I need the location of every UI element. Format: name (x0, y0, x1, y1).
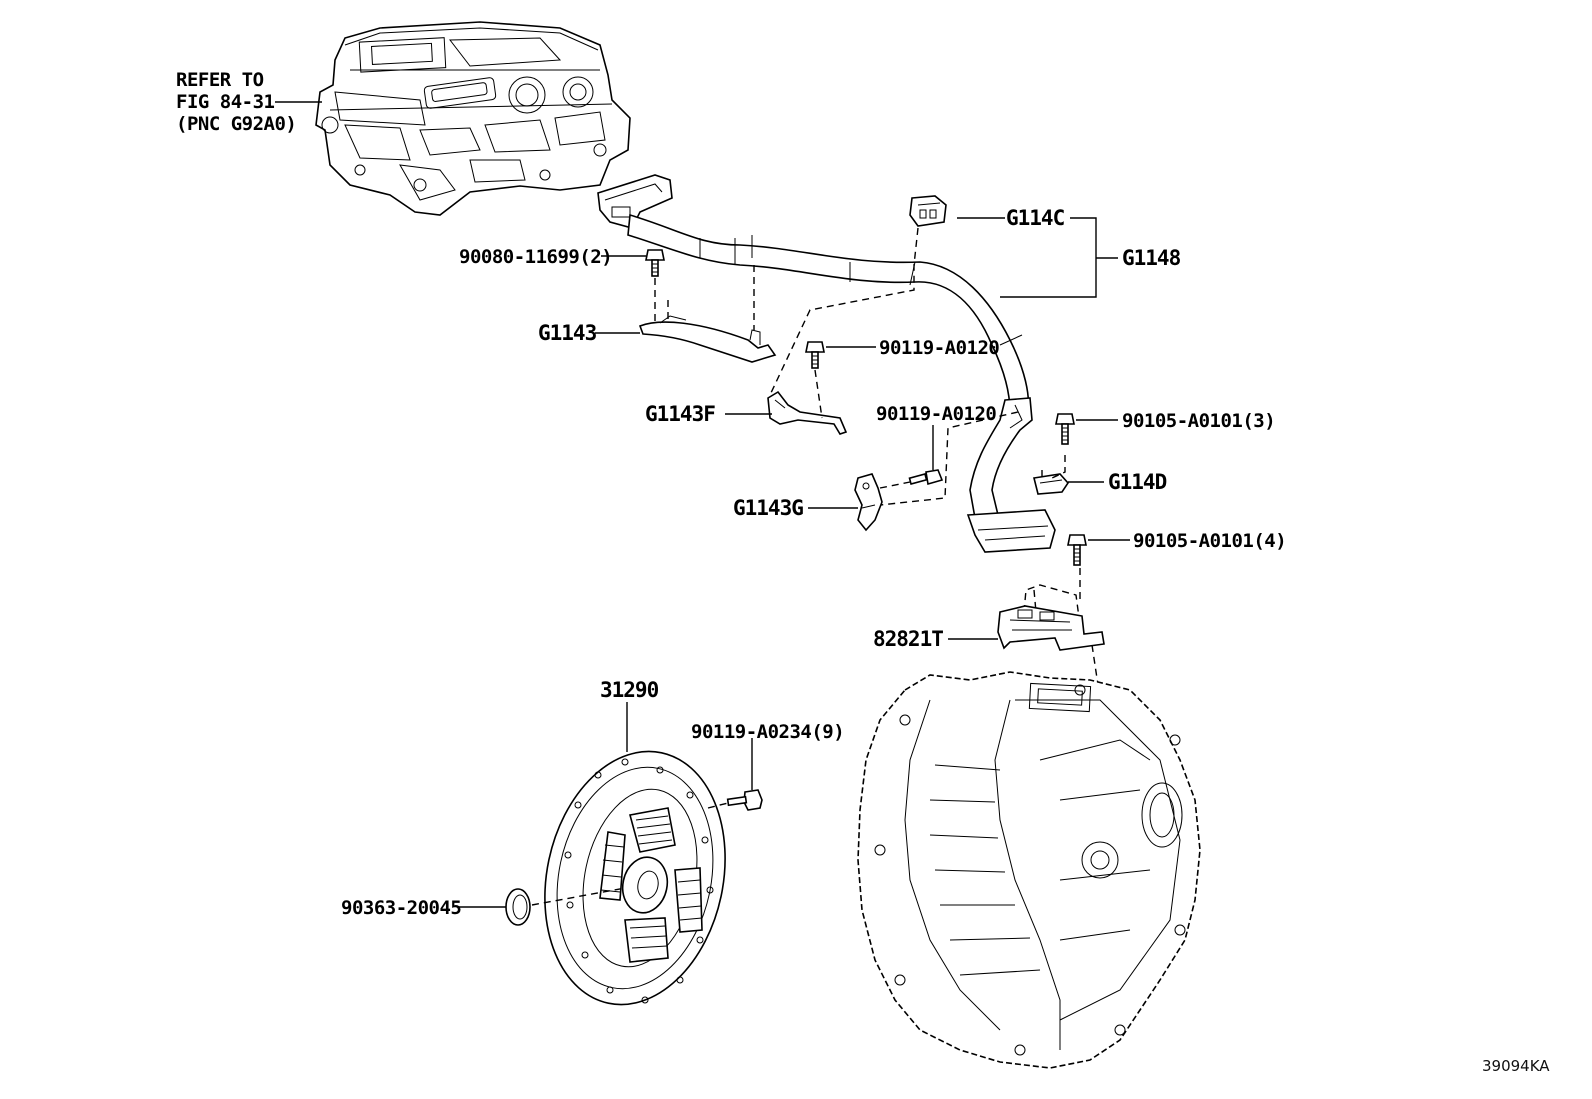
reference-line-3: (PNC G92A0) (176, 113, 296, 135)
transaxle-housing-illustration (857, 671, 1201, 1069)
label-bolt-90119-a: 90119-A0120 (879, 337, 999, 359)
label-g114d: G114D (1108, 470, 1167, 494)
label-bolt-90105-4: 90105-A0101(4) (1133, 530, 1286, 552)
label-bolt-90080: 90080-11699(2) (459, 246, 612, 268)
bracket-82821t (997, 605, 1105, 651)
wire-harness-g1148 (597, 174, 1056, 553)
label-bolt-90119-b: 90119-A0120 (876, 403, 996, 425)
diagram-code: 39094KA (1482, 1057, 1550, 1075)
label-g1143: G1143 (538, 321, 597, 345)
label-g114c: G114C (1006, 206, 1065, 230)
bolt-90105-3 (1055, 413, 1075, 445)
inverter-assembly-illustration (315, 21, 631, 216)
reference-note: REFER TO FIG 84-31 (PNC G92A0) (176, 69, 322, 135)
reference-line-1: REFER TO (176, 69, 264, 91)
bracket-g1143 (638, 315, 777, 363)
label-31290: 31290 (600, 678, 659, 702)
label-bolt-90105-3: 90105-A0101(3) (1122, 410, 1275, 432)
bolt-90119-a0234 (726, 789, 763, 811)
bracket-g1143g (854, 473, 883, 532)
bolt-90080 (645, 249, 665, 277)
label-bolt-90119-a0234: 90119-A0234(9) (691, 721, 844, 743)
bolt-90105-4 (1067, 534, 1087, 566)
label-82821t: 82821T (873, 627, 943, 651)
bolt-90119-a (805, 341, 825, 369)
label-seal-90363: 90363-20045 (341, 897, 461, 919)
clip-g114d (1033, 473, 1070, 495)
bolt-90119-b (908, 469, 944, 486)
bracket-g1143f (767, 390, 848, 435)
reference-line-2: FIG 84-31 (176, 91, 275, 113)
oil-seal-90363 (505, 888, 531, 926)
label-g1143g: G1143G (733, 496, 803, 520)
damper-disc-31290 (544, 750, 726, 1006)
label-g1148: G1148 (1122, 246, 1181, 270)
label-g1143f: G1143F (645, 402, 715, 426)
